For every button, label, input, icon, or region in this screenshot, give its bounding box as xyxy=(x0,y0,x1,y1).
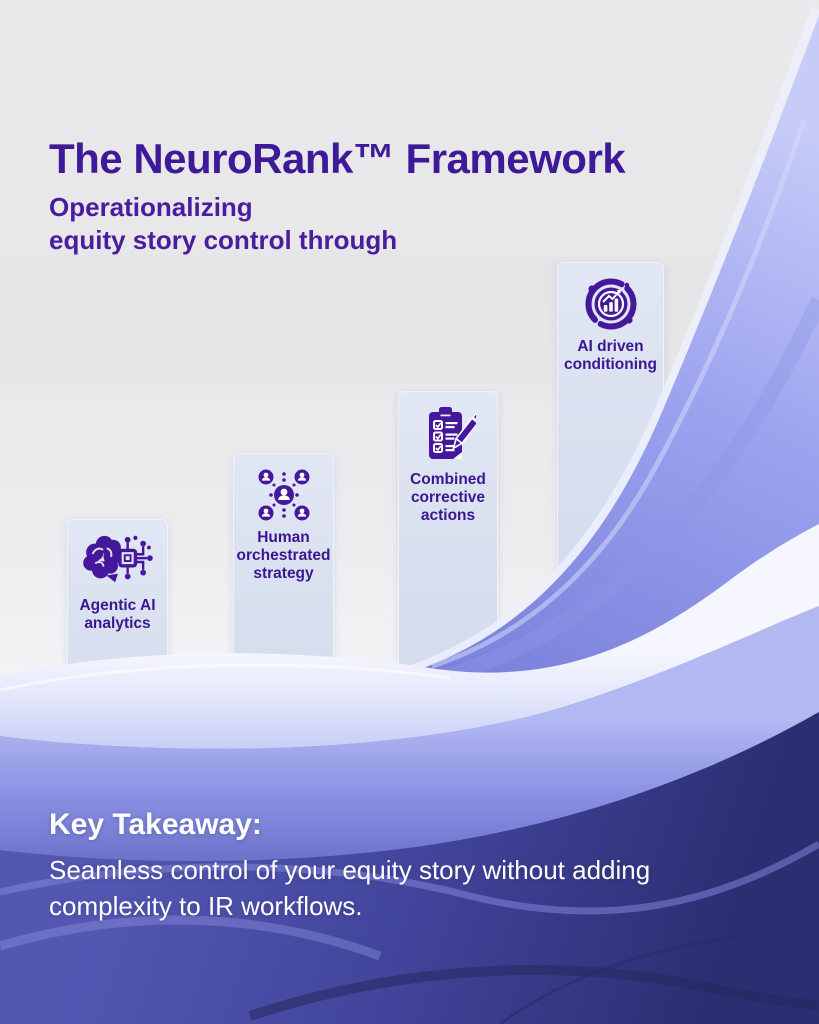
page-title: The NeuroRank™ Framework xyxy=(49,135,626,182)
chart-growth-icon xyxy=(585,278,636,330)
people-network-icon xyxy=(258,469,309,521)
title-block: The NeuroRank™ Framework Operationalizin… xyxy=(49,135,626,257)
step-label: AI driven conditioning xyxy=(564,338,657,373)
takeaway-body: Seamless control of your equity story wi… xyxy=(49,855,651,921)
takeaway-heading: Key Takeaway: xyxy=(49,808,262,841)
step-label: Combined corrective actions xyxy=(410,471,486,524)
brain-circuit-icon xyxy=(82,535,153,583)
page-subtitle: Operationalizing equity story control th… xyxy=(49,191,625,257)
subtitle-line-1: Operationalizing xyxy=(49,192,253,222)
subtitle-line-2: equity story control through xyxy=(49,225,398,255)
clipboard-checklist-icon xyxy=(429,407,476,459)
step-label: Human orchestrated strategy xyxy=(236,529,331,582)
step-label: Agentic AI analytics xyxy=(79,597,156,632)
key-takeaway-block: Key Takeaway: Seamless control of your e… xyxy=(49,806,699,924)
